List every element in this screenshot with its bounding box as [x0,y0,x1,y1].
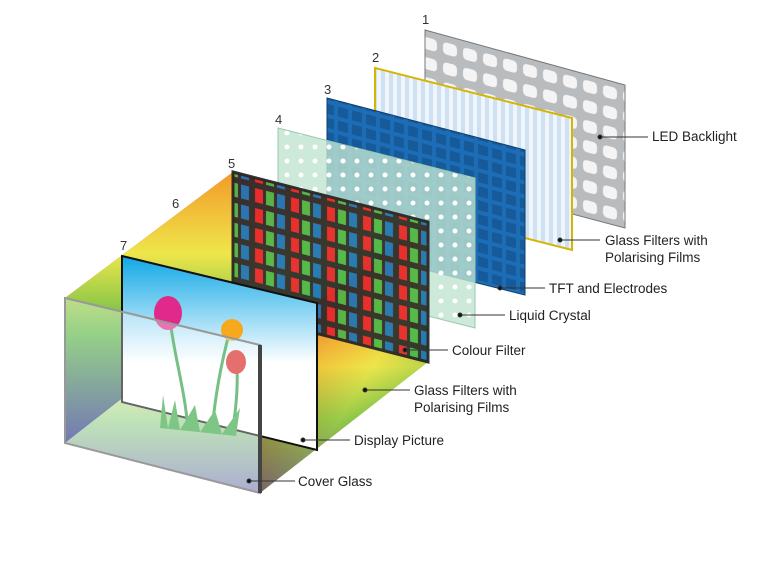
label-tft: TFT and Electrodes [549,281,668,296]
layer-number-4: 4 [275,112,283,127]
layer-number-7: 7 [120,238,128,253]
label-line: Polarising Films [414,400,510,415]
label-colour-filter: Colour Filter [452,343,526,358]
label-liquid-crystal: Liquid Crystal [509,308,591,323]
layer-number-6: 6 [172,196,180,211]
layer-number-1: 1 [422,12,430,27]
layer-number-3: 3 [324,82,332,97]
label-line: Glass Filters with [414,383,517,398]
label-cover-glass: Cover Glass [298,474,373,489]
layer-number-2: 2 [372,50,380,65]
label-display-picture: Display Picture [354,433,445,448]
layer-number-5: 5 [228,156,236,171]
leader-lines [246,134,648,484]
label-line: Polarising Films [605,250,701,265]
label-led-backlight: LED Backlight [652,129,737,144]
label-line: Glass Filters with [605,233,708,248]
